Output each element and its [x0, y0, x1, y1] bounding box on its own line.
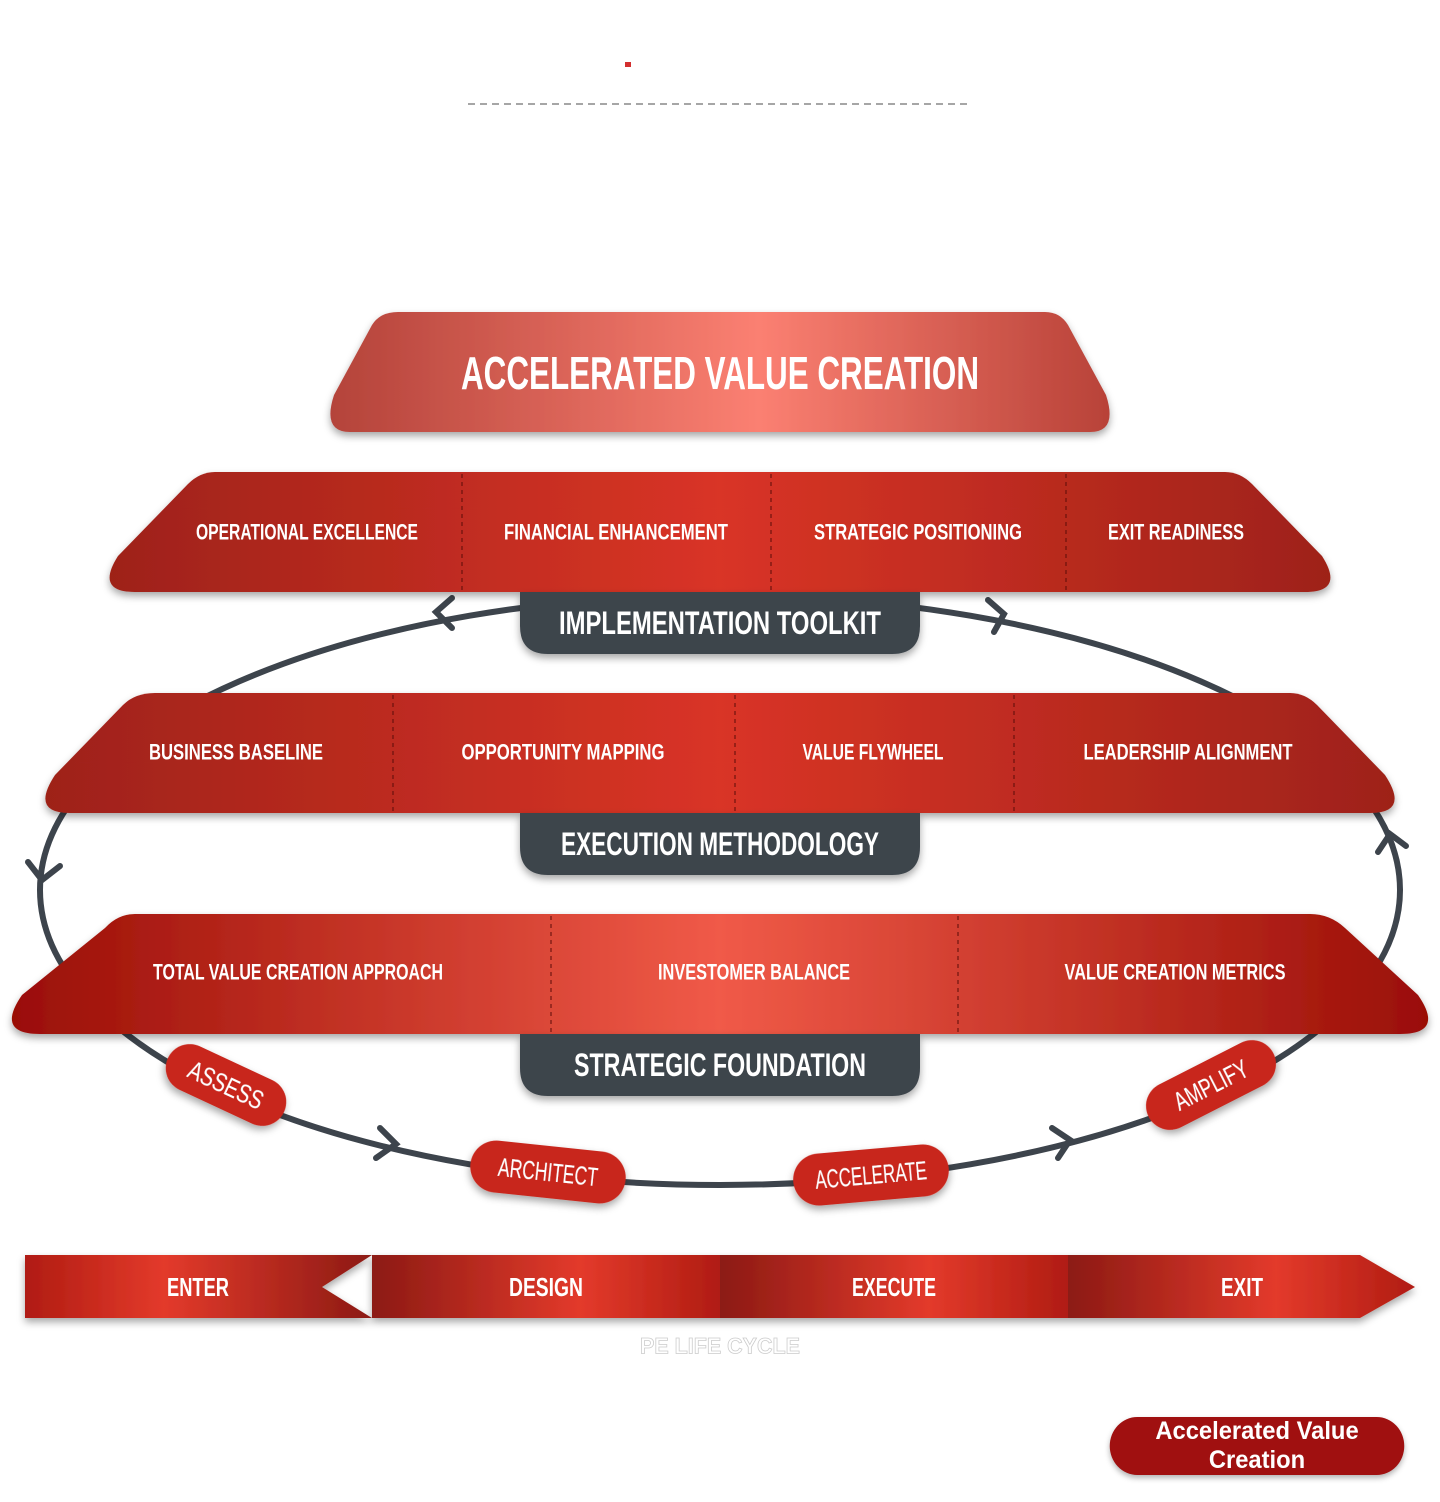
tier3-item: VALUE CREATION METRICS — [1065, 960, 1286, 985]
tier1-item: FINANCIAL ENHANCEMENT — [504, 520, 728, 545]
tier1-item: STRATEGIC POSITIONING — [814, 520, 1022, 545]
tier3-label: STRATEGIC FOUNDATION — [574, 1047, 866, 1083]
header-marker — [625, 62, 631, 67]
cycle-step-amplify: AMPLIFY — [1146, 1040, 1276, 1130]
lifecycle-stage: DESIGN — [509, 1272, 583, 1302]
tier2-item: BUSINESS BASELINE — [149, 740, 323, 765]
lifecycle-stage: ENTER — [167, 1272, 229, 1302]
cycle-step-assess: ASSESS — [165, 1044, 287, 1126]
cycle-step-accelerate: ACCELERATE — [793, 1144, 949, 1206]
tier2-item: OPPORTUNITY MAPPING — [462, 740, 665, 765]
tier2-label: EXECUTION METHODOLOGY — [561, 826, 879, 862]
tier2-item: VALUE FLYWHEEL — [803, 740, 944, 765]
lifecycle-caption: PE LIFE CYCLE — [640, 1334, 800, 1359]
cycle-step-architect: ARCHITECT — [470, 1140, 626, 1204]
tier1-item: EXIT READINESS — [1108, 520, 1244, 545]
cycle-arrow-icons — [25, 595, 1409, 1161]
top-banner: ACCELERATED VALUE CREATION — [330, 312, 1110, 432]
lifecycle-stage: EXIT — [1221, 1272, 1263, 1302]
lifecycle-arrow — [25, 1255, 1415, 1318]
lifecycle-stage: EXECUTE — [852, 1272, 936, 1302]
tier1-label: IMPLEMENTATION TOOLKIT — [559, 605, 881, 641]
tier1-item: OPERATIONAL EXCELLENCE — [196, 520, 418, 545]
tier-implementation-toolkit: OPERATIONAL EXCELLENCE FINANCIAL ENHANCE… — [109, 472, 1331, 654]
tier3-item: INVESTOMER BALANCE — [658, 960, 850, 985]
tier-strategic-foundation: TOTAL VALUE CREATION APPROACH INVESTOMER… — [11, 914, 1429, 1096]
tier2-item: LEADERSHIP ALIGNMENT — [1084, 740, 1293, 765]
top-banner-title: ACCELERATED VALUE CREATION — [461, 347, 979, 399]
tier3-item: TOTAL VALUE CREATION APPROACH — [153, 960, 443, 985]
accelerated-value-creation-button[interactable]: Accelerated Value Creation — [1109, 1417, 1405, 1475]
tier-execution-methodology: BUSINESS BASELINE OPPORTUNITY MAPPING VA… — [45, 693, 1395, 875]
